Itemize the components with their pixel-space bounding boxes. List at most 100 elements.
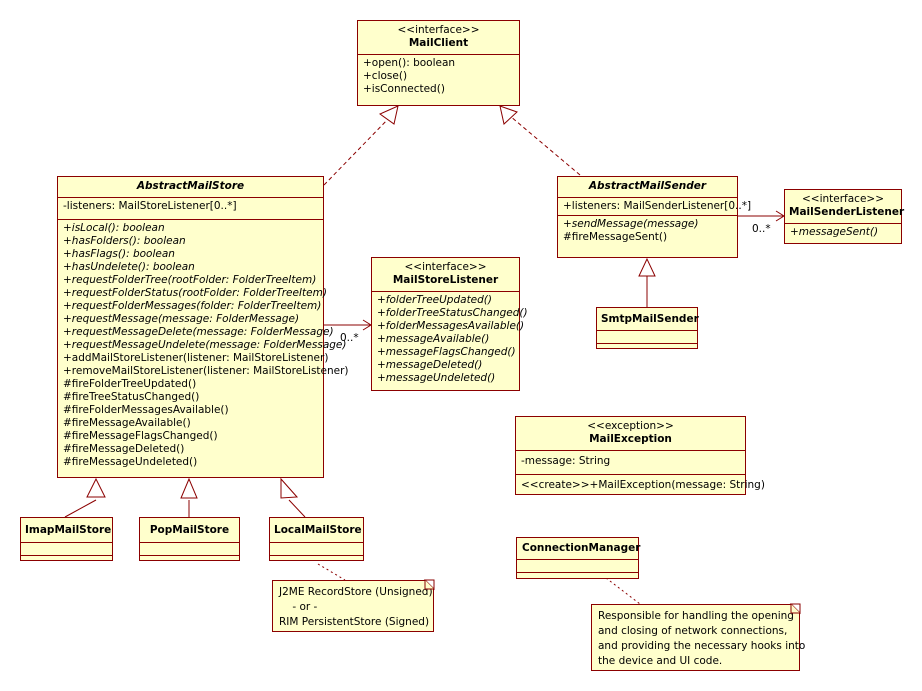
note-line: and closing of network connections, <box>598 625 788 637</box>
operation: +open(): boolean <box>363 57 456 69</box>
operations-section: +folderTreeUpdated() +folderTreeStatusCh… <box>372 291 528 387</box>
class-name: MailClient <box>408 37 469 49</box>
stereotype-label: <<exception>> <box>587 420 674 432</box>
operation: +messageFlagsChanged() <box>377 346 516 358</box>
operation: #fireFolderMessagesAvailable() <box>63 404 229 416</box>
operations-section <box>140 555 239 566</box>
attributes-section: +listeners: MailSenderListener[0..*] <box>558 197 752 215</box>
class-localmailstore[interactable]: LocalMailStore <box>269 517 364 561</box>
operation: +isConnected() <box>363 83 445 95</box>
operation: +requestFolderTree(rootFolder: FolderTre… <box>63 274 317 286</box>
note-storage: J2ME RecordStore (Unsigned) - or - RIM P… <box>272 580 434 632</box>
class-name: MailStoreListener <box>392 274 499 286</box>
operations-section <box>21 555 112 566</box>
class-mailclient[interactable]: <<interface>> MailClient +open(): boolea… <box>357 20 520 106</box>
multiplicity-store-listener: 0..* <box>340 332 359 344</box>
operation: <<create>>+MailException(message: String… <box>521 479 765 491</box>
operations-section: +open(): boolean +close() +isConnected() <box>358 54 519 98</box>
operations-section: <<create>>+MailException(message: String… <box>516 474 765 496</box>
operations-section: +isLocal(): boolean +hasFolders(): boole… <box>58 219 349 471</box>
class-smtpmailsender[interactable]: SmtpMailSender <box>596 307 699 349</box>
note-line: Responsible for handling the opening <box>598 610 794 622</box>
operation: +messageSent() <box>790 226 879 238</box>
realization-sender-to-client <box>509 115 581 176</box>
operations-section: +messageSent() <box>785 223 901 241</box>
operation: +folderTreeUpdated() <box>377 294 492 306</box>
attributes-section <box>140 542 239 555</box>
class-mailexception[interactable]: <<exception>> MailException -message: St… <box>515 416 765 496</box>
operation: +messageUndeleted() <box>377 372 496 384</box>
stereotype-label: <<interface>> <box>397 24 480 36</box>
operation: #fireTreeStatusChanged() <box>63 391 200 403</box>
generalization-local <box>288 499 306 518</box>
realization-arrowhead-sender <box>499 105 518 125</box>
class-name: LocalMailStore <box>274 524 362 536</box>
attributes-section <box>270 542 363 555</box>
stereotype-label: <<interface>> <box>801 193 885 205</box>
operation: +messageDeleted() <box>377 359 483 371</box>
operation: +requestFolderMessages(folder: FolderTre… <box>63 300 322 312</box>
operation: +messageAvailable() <box>377 333 490 345</box>
class-mailsenderlistener[interactable]: <<interface>> MailSenderListener +messag… <box>784 189 905 244</box>
note-anchor-conn <box>605 577 641 605</box>
operation: +hasFolders(): boolean <box>63 235 186 247</box>
attributes-section: -message: String <box>516 450 745 474</box>
class-imapmailstore[interactable]: ImapMailStore <box>20 517 113 561</box>
note-anchor-store <box>317 563 346 581</box>
class-name: MailSenderListener <box>789 206 905 218</box>
operations-section: +sendMessage(message) #fireMessageSent() <box>558 215 737 246</box>
operation: +isLocal(): boolean <box>63 222 165 234</box>
operation: #fireFolderTreeUpdated() <box>63 378 197 390</box>
class-name: MailException <box>589 433 672 445</box>
class-mailstorelistener[interactable]: <<interface>> MailStoreListener +folderT… <box>371 257 528 391</box>
class-abstractmailsender[interactable]: AbstractMailSender +listeners: MailSende… <box>557 176 752 258</box>
operation: +requestFolderStatus(rootFolder: FolderT… <box>63 287 327 299</box>
multiplicity-sender-listener: 0..* <box>752 223 771 235</box>
operations-section <box>270 555 363 566</box>
attribute: +listeners: MailSenderListener[0..*] <box>563 200 752 212</box>
generalization-arrowhead-local <box>280 477 299 499</box>
class-popmailstore[interactable]: PopMailStore <box>139 517 240 561</box>
note-line: the device and UI code. <box>598 655 723 667</box>
class-name: PopMailStore <box>149 524 230 536</box>
attributes-section <box>517 559 638 572</box>
operation: +folderMessagesAvailable() <box>377 320 525 332</box>
class-name: SmtpMailSender <box>601 313 699 325</box>
operation: +folderTreeStatusChanged() <box>377 307 528 319</box>
generalization-imap <box>64 499 97 518</box>
class-name: AbstractMailSender <box>588 180 707 192</box>
generalization-arrowhead-imap <box>86 477 106 498</box>
class-name: AbstractMailStore <box>136 180 245 192</box>
operation: +requestMessageUndelete(message: FolderM… <box>63 339 347 351</box>
operation: +requestMessage(message: FolderMessage) <box>63 313 300 325</box>
operations-section <box>597 343 697 354</box>
note-line: J2ME RecordStore (Unsigned) <box>279 586 433 598</box>
attributes-section: -listeners: MailStoreListener[0..*] <box>58 197 323 219</box>
operation: +hasUndelete(): boolean <box>63 261 195 273</box>
generalization-arrowhead-pop <box>180 477 198 499</box>
operation: #fireMessageUndeleted() <box>63 456 198 468</box>
note-line: - or - <box>279 601 318 613</box>
operations-section <box>517 572 638 583</box>
attributes-section <box>21 542 112 555</box>
operation: +removeMailStoreListener(listener: MailS… <box>63 365 349 377</box>
operation: +sendMessage(message) <box>563 218 699 230</box>
generalization-arrowhead-smtp <box>638 257 656 277</box>
operation: +hasFlags(): boolean <box>63 248 175 260</box>
operation: +addMailStoreListener(listener: MailStor… <box>63 352 329 364</box>
class-abstractmailstore[interactable]: AbstractMailStore -listeners: MailStoreL… <box>57 176 349 478</box>
attributes-section <box>597 330 697 343</box>
class-name: ConnectionManager <box>522 542 641 554</box>
operation: #fireMessageSent() <box>563 231 668 243</box>
note-connection-manager: Responsible for handling the opening and… <box>591 604 805 671</box>
operation: +close() <box>363 70 408 82</box>
operation: +requestMessageDelete(message: FolderMes… <box>63 326 334 338</box>
operation: #fireMessageDeleted() <box>63 443 185 455</box>
note-line: RIM PersistentStore (Signed) <box>279 616 430 628</box>
operation: #fireMessageFlagsChanged() <box>63 430 218 442</box>
class-connectionmanager[interactable]: ConnectionManager <box>516 537 641 579</box>
attribute: -listeners: MailStoreListener[0..*] <box>63 200 237 212</box>
stereotype-label: <<interface>> <box>404 261 487 273</box>
realization-store-to-client <box>323 115 392 186</box>
